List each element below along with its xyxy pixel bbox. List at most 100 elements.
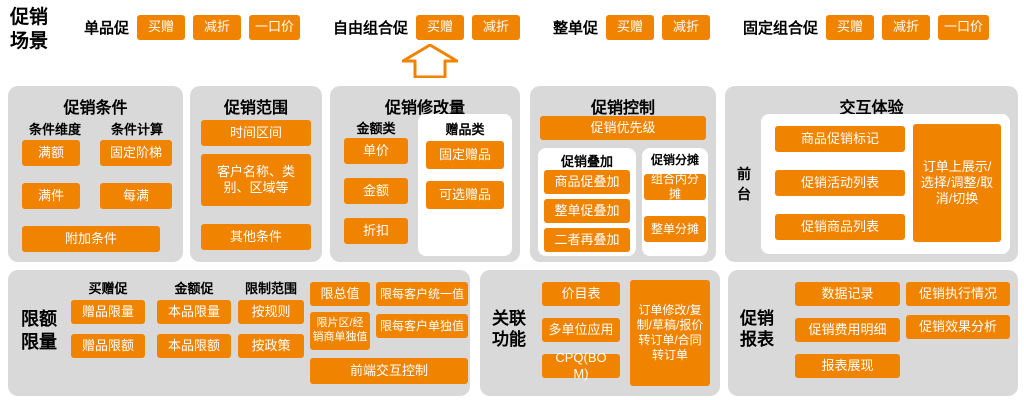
amount-button: 金额 [344,178,408,204]
scene-group-single-item: 单品促 买赠 减折 一口价 [84,15,301,40]
scope-button: 客户名称、类别、区域等 [201,154,311,206]
scene-group-free-combo: 自由组合促 买赠 减折 [333,15,521,40]
scene-title: 促销 场景 [10,6,48,54]
promo-type-button: 买赠 [606,15,655,40]
scene-group-label: 整单促 [553,20,599,37]
column-label: 金额类 [356,121,396,136]
panel-title: 促销修改量 [384,100,465,117]
extra-condition-button: 附加条件 [22,226,160,252]
frontend-label-line1: 前 [737,166,751,182]
column-label: 促销叠加 [560,154,613,169]
panel-title: 交互体验 [839,100,904,117]
panel-title: 促销条件 [63,100,128,117]
scene-title-line1: 促销 [10,7,49,28]
quota-button: 赠品限量 [71,300,145,324]
related-button: 价目表 [542,282,620,306]
amount-button: 单价 [344,138,408,164]
panel-title: 促销范围 [223,100,288,117]
frontend-box: 商品促销标记 促销活动列表 促销商品列表 订单上展示/选择/调整/取消/切换 [761,114,1010,254]
promo-type-button: 买赠 [416,15,465,40]
scene-group-label: 固定组合促 [743,20,819,37]
column-label: 赠品类 [445,122,485,137]
panel-promo-modification: 促销修改量 金额类 单价 金额 折扣 赠品类 固定赠品 可选赠品 [330,86,520,262]
stacking-box: 促销叠加 商品促叠加 整单促叠加 二者再叠加 [538,148,636,256]
quota-button: 按政策 [238,334,304,358]
promo-type-button: 减折 [472,15,521,40]
panel-title-line2: 限量 [21,331,57,352]
experience-button: 商品促销标记 [775,126,905,152]
promo-type-button: 减折 [662,15,711,40]
allocation-box: 促销分摊 组合内分摊 整单分摊 [642,148,708,256]
panel-promo-reports: 促销 报表 数据记录 促销费用明细 报表展现 促销执行情况 促销效果分析 [728,270,1018,396]
scope-button: 其他条件 [201,224,311,250]
condition-button: 每满 [100,183,172,209]
quota-button: 本品限量 [157,300,231,324]
limit-total-button: 限总值 [310,282,370,306]
up-arrow-icon [402,44,458,78]
panel-title-line2: 报表 [740,330,774,350]
experience-button: 促销商品列表 [775,214,905,240]
column-label: 促销分摊 [650,153,699,167]
gift-button: 固定赠品 [426,141,504,169]
promo-type-button: 减折 [882,15,931,40]
panel-promo-scope: 促销范围 时间区间 客户名称、类别、区域等 其他条件 [190,86,322,262]
quota-button: 按规则 [238,300,304,324]
scope-button: 时间区间 [201,120,311,146]
report-button: 报表展现 [795,354,900,378]
priority-button: 促销优先级 [540,116,706,140]
panel-title: 促销控制 [590,100,655,117]
limit-region-dealer-button: 限片区/经销商单独值 [310,312,370,350]
order-display-button: 订单上展示/选择/调整/取消/切换 [913,124,1001,242]
panel-title-line2: 功能 [492,330,526,350]
scene-group-label: 自由组合促 [333,20,409,37]
frontend-label-line2: 台 [737,186,751,202]
experience-button: 促销活动列表 [775,170,905,196]
condition-button: 满件 [22,183,80,209]
panel-title: 限额 限量 [21,308,57,353]
amount-button: 折扣 [344,218,408,244]
panel-title: 促销 报表 [740,308,774,351]
panel-quota-limits: 限额 限量 买赠促 赠品限量 赠品限额 金额促 本品限量 本品限额 限制范围 按… [8,270,470,396]
allocation-button: 组合内分摊 [644,172,706,201]
panel-title-line1: 限额 [21,309,57,329]
stacking-button: 整单促叠加 [544,199,630,223]
report-button: 促销效果分析 [906,315,1010,339]
column-label: 金额促 [174,281,214,296]
quota-button: 赠品限额 [71,334,145,358]
scene-group-whole-order: 整单促 买赠 减折 [553,15,711,40]
promo-type-button: 一口价 [249,15,301,40]
report-button: 数据记录 [795,282,900,306]
scene-group-fixed-combo: 固定组合促 买赠 减折 一口价 [743,15,990,40]
promo-type-button: 买赠 [137,15,186,40]
related-button: 多单位应用 [542,318,620,342]
stacking-button: 二者再叠加 [544,228,630,252]
limit-per-customer-uniform-button: 限每客户统一值 [376,282,468,306]
report-button: 促销费用明细 [795,318,900,342]
panel-title: 关联 功能 [492,308,526,351]
condition-button: 满额 [22,140,80,166]
column-label: 买赠促 [88,281,128,296]
promo-type-button: 减折 [193,15,242,40]
frontend-label: 前 台 [733,164,755,204]
order-convert-button: 订单修改/复制/草稿/报价转订单/合同转订单 [630,280,710,386]
panel-related-functions: 关联 功能 价目表 多单位应用 CPQ(BOM) 订单修改/复制/草稿/报价转订… [480,270,720,396]
related-button: CPQ(BOM) [542,350,620,381]
gift-type-box: 赠品类 固定赠品 可选赠品 [418,114,512,256]
frontend-control-button: 前端交互控制 [310,358,468,384]
promo-type-button: 一口价 [938,15,990,40]
panel-promo-conditions: 促销条件 条件维度 条件计算 满额 固定阶梯 满件 每满 附加条件 [8,86,183,262]
report-button: 促销执行情况 [906,282,1010,306]
promo-type-button: 买赠 [826,15,875,40]
gift-button: 可选赠品 [426,181,504,209]
panel-promo-control: 促销控制 促销优先级 促销叠加 商品促叠加 整单促叠加 二者再叠加 促销分摊 组… [530,86,716,262]
condition-button: 固定阶梯 [100,140,172,166]
allocation-button: 整单分摊 [644,216,706,242]
panel-title-line1: 促销 [740,309,774,328]
panel-interaction-experience: 交互体验 前 台 商品促销标记 促销活动列表 促销商品列表 订单上展示/选择/调… [725,86,1018,262]
limit-per-customer-individual-button: 限每客户单独值 [376,314,468,338]
column-label: 条件计算 [110,122,163,137]
panel-title-line1: 关联 [492,309,526,328]
scene-title-line2: 场景 [10,30,49,52]
column-label: 限制范围 [244,281,297,296]
